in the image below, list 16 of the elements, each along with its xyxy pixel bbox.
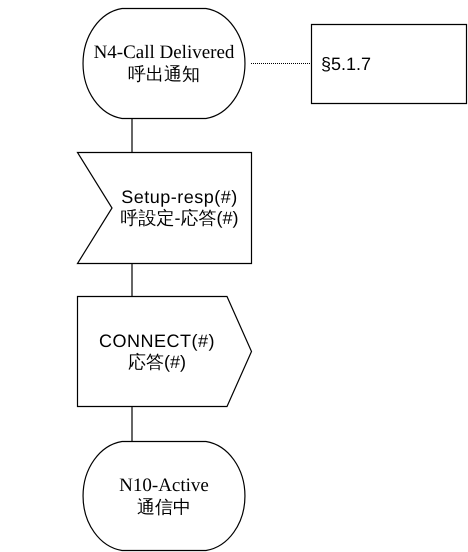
symbol-text: Setup-resp(#) <box>121 187 238 208</box>
send-signal-symbol <box>77 296 252 407</box>
symbol-text: 通信中 <box>137 496 191 518</box>
symbol-text: 呼出通知 <box>128 64 200 85</box>
reference-box <box>311 24 467 104</box>
connector-line <box>131 264 133 296</box>
dotted-connector <box>250 63 312 64</box>
symbol-text: §5.1.7 <box>321 54 372 74</box>
connector-line <box>131 407 133 441</box>
symbol-text: N4-Call Delivered <box>94 42 234 64</box>
connector-line <box>131 119 133 152</box>
symbol-text: CONNECT(#) <box>99 330 215 352</box>
symbol-text: 呼設定-応答(#) <box>120 208 238 229</box>
symbol-text: 応答(#) <box>128 352 186 372</box>
receive-signal-symbol <box>77 152 252 264</box>
symbol-text: N10-Active <box>119 474 209 497</box>
